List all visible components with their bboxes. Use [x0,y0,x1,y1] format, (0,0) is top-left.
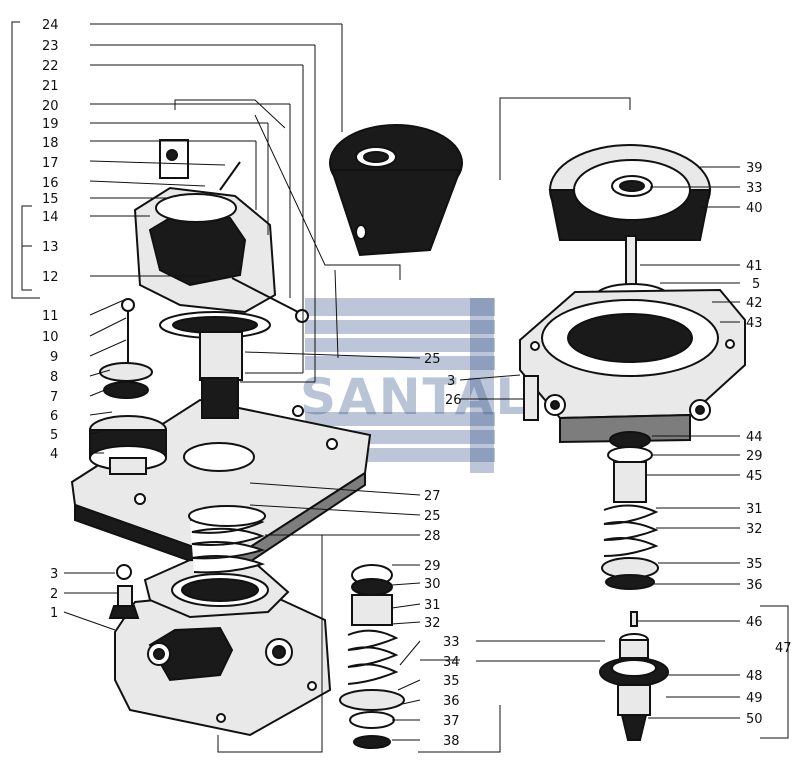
callout-19: 19 [42,117,59,132]
right-lower-stack [601,431,659,590]
callout-15: 15 [42,192,59,207]
callout-48: 48 [746,669,763,684]
callout-41: 41 [746,259,763,274]
cap [329,124,463,257]
callout-5: 5 [50,428,58,443]
callout-35-right: 35 [746,557,763,572]
left-spring [188,505,266,574]
callout-27: 27 [424,489,441,504]
callout-11: 11 [42,309,59,324]
callout-35: 35 [443,674,460,689]
callout-30: 30 [424,577,441,592]
upper-valve-body [133,139,309,419]
callout-1: 1 [50,606,58,621]
callout-21: 21 [42,79,59,94]
callout-25-lower: 25 [424,509,441,524]
base-housing [114,558,332,737]
callout-37: 37 [443,714,460,729]
callout-20: 20 [42,99,59,114]
callout-33-right: 33 [746,181,763,196]
callout-18: 18 [42,136,59,151]
callout-36-right: 36 [746,578,763,593]
callout-47: 47 [775,641,792,656]
cartridge-assembly [89,298,167,475]
callout-24: 24 [42,18,59,33]
callout-33: 33 [443,635,460,650]
callout-labels: 24 23 22 21 20 19 18 17 16 15 14 13 12 1… [42,18,792,749]
callout-12: 12 [42,270,59,285]
callout-49: 49 [746,691,763,706]
callout-23: 23 [42,39,59,54]
callout-26: 26 [445,393,462,408]
callout-31: 31 [424,598,441,613]
callout-50: 50 [746,712,763,727]
callout-8: 8 [50,370,58,385]
callout-6: 6 [50,409,58,424]
callout-22: 22 [42,59,59,74]
center-spring-stack [339,564,405,749]
callout-32: 32 [424,616,441,631]
leader-lines [11,21,789,753]
callout-28: 28 [424,529,441,544]
callout-13: 13 [42,240,59,255]
right-housing [519,288,746,444]
callout-17: 17 [42,156,59,171]
callout-34: 34 [443,655,460,670]
callout-5-right: 5 [752,277,760,292]
callout-31-right: 31 [746,502,763,517]
callout-43: 43 [746,316,763,331]
callout-3: 3 [50,567,58,582]
callout-36: 36 [443,694,460,709]
callout-39: 39 [746,161,763,176]
callout-32-right: 32 [746,522,763,537]
callout-45: 45 [746,469,763,484]
callout-29: 29 [424,559,441,574]
callout-38: 38 [443,734,460,749]
right-small-valve [599,611,669,741]
callout-42: 42 [746,296,763,311]
bolts [108,564,140,619]
right-cover [548,144,712,241]
callout-3-right: 3 [447,374,455,389]
callout-2: 2 [50,587,58,602]
callout-25-upper: 25 [424,352,441,367]
callout-29-right: 29 [746,449,763,464]
callout-7: 7 [50,390,58,405]
callout-44: 44 [746,430,763,445]
callout-46: 46 [746,615,763,630]
callout-16: 16 [42,176,59,191]
callout-40: 40 [746,201,763,216]
callout-9: 9 [50,350,58,365]
callout-14: 14 [42,210,59,225]
callout-10: 10 [42,330,59,345]
callout-4: 4 [50,447,58,462]
